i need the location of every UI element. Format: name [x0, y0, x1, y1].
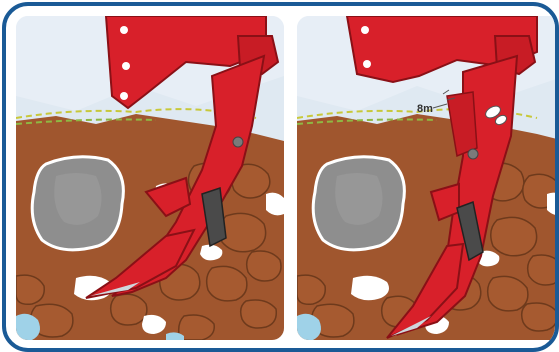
right-panel: 8m: [297, 16, 559, 340]
right-panel-drawing: 8m: [297, 16, 559, 340]
left-panel: [16, 16, 284, 340]
left-panel-drawing: [16, 16, 284, 340]
annotation-label: 8m: [417, 103, 433, 115]
